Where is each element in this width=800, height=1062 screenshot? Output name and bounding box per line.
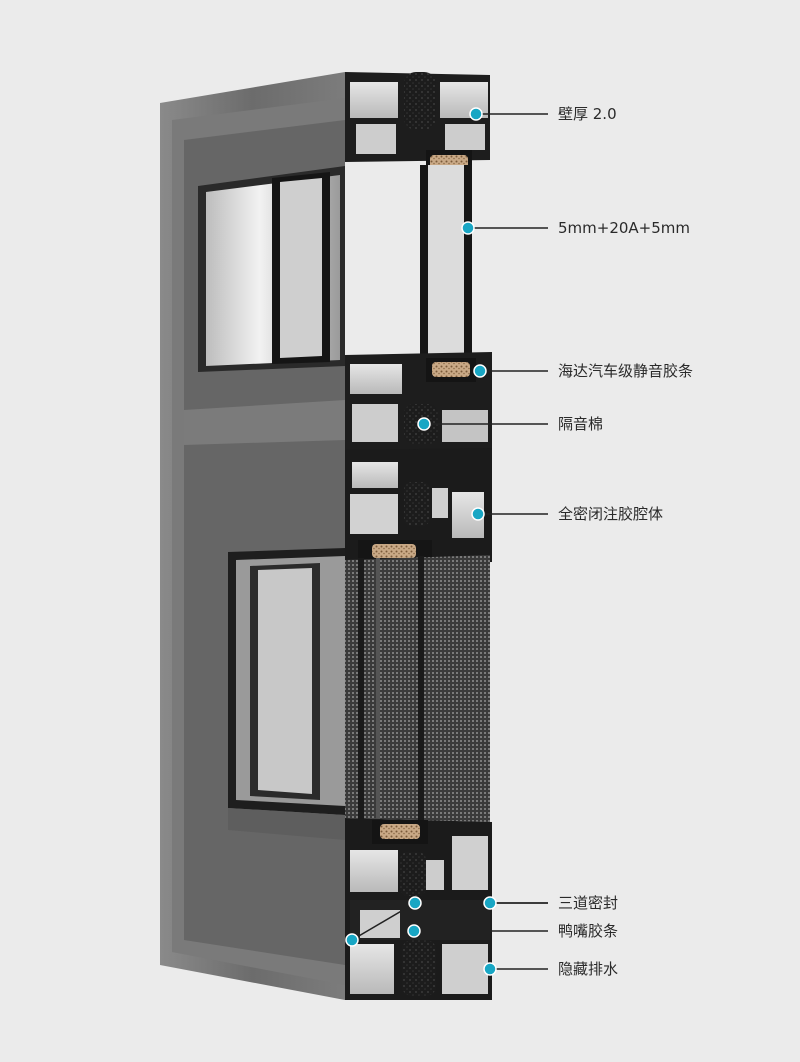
top-profile-section [345, 72, 490, 176]
callout-label-triple-seal: 三道密封 [558, 894, 619, 912]
callout-label-sealing-strip: 海达汽车级静音胶条 [558, 362, 694, 380]
callout-label-glass-spec: 5mm+20A+5mm [558, 219, 691, 237]
callout-dot-triple-seal-b [408, 896, 422, 910]
callout-label-glue-cavity: 全密闭注胶腔体 [558, 505, 664, 523]
callout-label-sound-insulation: 隔音棉 [558, 415, 604, 433]
frame-face [160, 72, 345, 1000]
callout-label-hidden-drainage: 隐藏排水 [558, 960, 619, 978]
callout-dot-glue-cavity [471, 507, 485, 521]
callout-dot-triple-seal-c [483, 896, 497, 910]
callout-label-duckbill-strip: 鸭嘴胶条 [558, 922, 619, 940]
callout-dot-wall-thickness [469, 107, 483, 121]
callout-dot-hidden-drainage [483, 962, 497, 976]
transom-section [345, 352, 492, 455]
callout-label-wall-thickness: 壁厚 2.0 [558, 105, 617, 123]
callout-dot-sealing-strip [473, 364, 487, 378]
insulated-glass-unit [420, 165, 472, 360]
callout-dot-glass-spec [461, 221, 475, 235]
mesh-screen [345, 555, 490, 822]
callout-dot-duckbill-strip [407, 924, 421, 938]
callout-dot-triple-seal-a [345, 933, 359, 947]
callout-dot-sound-insulation [417, 417, 431, 431]
callout-dots [345, 107, 497, 976]
middle-sash-section [345, 448, 492, 565]
bottom-profile-section [345, 818, 492, 1000]
